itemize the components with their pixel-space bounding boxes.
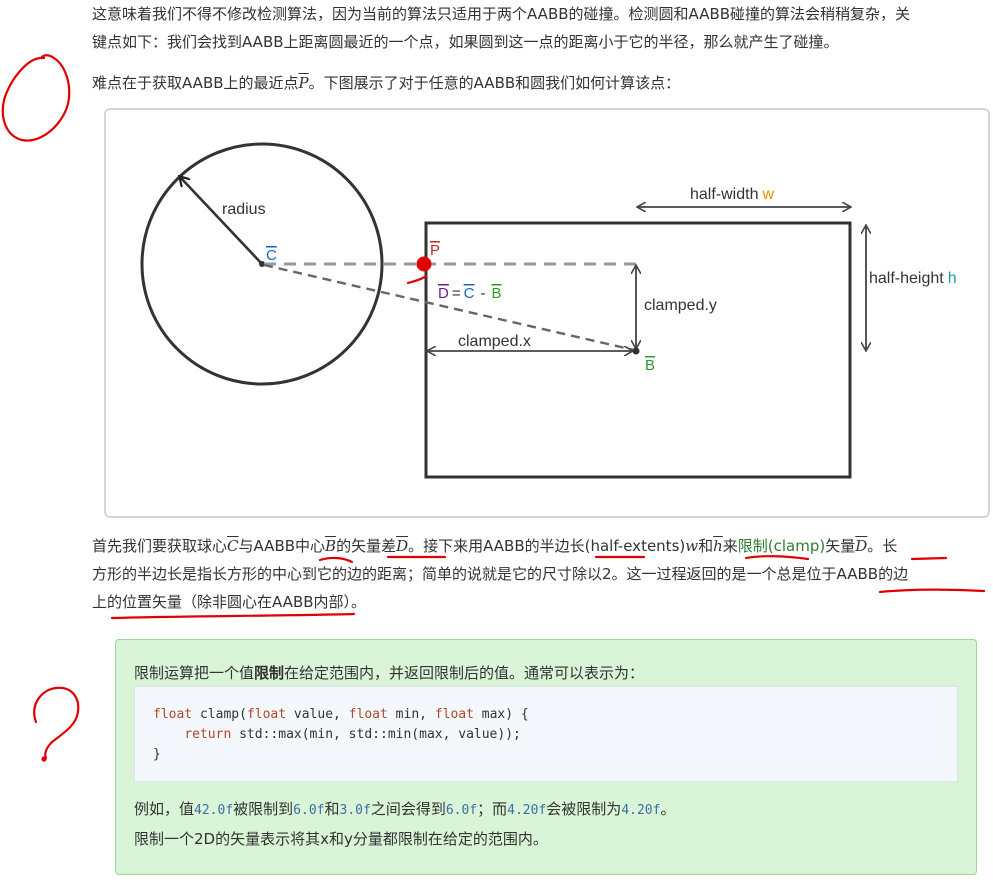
text-segment: 之间会得到 bbox=[370, 800, 446, 818]
clamped-x-label: clamped.x bbox=[458, 333, 531, 350]
text-segment: 矢量 bbox=[825, 537, 856, 555]
note-intro: 限制运算把一个值限制在给定范围内，并返回限制后的值。通常可以表示为： bbox=[134, 662, 644, 684]
var-d: D bbox=[855, 537, 868, 555]
dashed-diagonal bbox=[263, 263, 635, 352]
code-block: float clamp(float value, float min, floa… bbox=[134, 686, 958, 782]
clamp-highlight: 限制(clamp) bbox=[737, 537, 826, 555]
text-segment: 。长 bbox=[867, 537, 898, 555]
note-last: 限制一个2D的矢量表示将其x和y分量都限制在给定的范围内。 bbox=[134, 830, 548, 848]
half-width-text: half-width bbox=[690, 186, 758, 203]
code-text: value, bbox=[286, 707, 349, 722]
paragraph-intro: 这意味着我们不得不修改检测算法，因为当前的算法只适用于两个AABB的碰撞。检测圆… bbox=[92, 0, 987, 56]
code-keyword: float bbox=[348, 707, 388, 722]
paragraph-intro-line-2: 键点如下：我们会找到AABB上距离圆最近的一个点，如果圆到这一点的距离小于它的半… bbox=[92, 33, 839, 51]
aabb-center-dot bbox=[632, 347, 640, 355]
text-segment: 。接下来用AABB的半边长(half-extents) bbox=[408, 537, 686, 555]
text-segment: 在给定范围内，并返回限制后的值。通常可以表示为： bbox=[284, 664, 645, 682]
inline-code: 4.20f bbox=[507, 803, 547, 818]
inline-code: 3.0f bbox=[339, 803, 371, 818]
var-h: h bbox=[713, 537, 723, 555]
inline-code: 4.20f bbox=[621, 803, 661, 818]
paragraph-difficulty-text: 难点在于获取AABB上的最近点 bbox=[92, 74, 299, 92]
code-line-2: return std::max(min, std::min(max, value… bbox=[153, 725, 521, 745]
code-text: clamp( bbox=[192, 707, 247, 722]
eq-c: C bbox=[464, 285, 475, 302]
code-keyword: float bbox=[153, 707, 193, 722]
paragraph-difficulty: 难点在于获取AABB上的最近点P。下图展示了对于任意的AABB和圆我们如何计算该… bbox=[92, 69, 987, 97]
aabb-circle-figure: radius C P D=C-B clamped.y clamped.x B h… bbox=[104, 108, 990, 518]
text-segment: 。 bbox=[660, 800, 676, 818]
clamped-y-label: clamped.y bbox=[644, 297, 717, 314]
radius-label: radius bbox=[222, 201, 266, 218]
code-keyword: return bbox=[184, 727, 232, 742]
code-line-1: float clamp(float value, float min, floa… bbox=[153, 705, 529, 725]
half-height-text: half-height bbox=[869, 270, 944, 287]
code-text: max) { bbox=[473, 707, 529, 722]
text-segment: 被限制到 bbox=[233, 800, 294, 818]
circle-center-dot bbox=[259, 261, 265, 267]
text-segment: 限制运算把一个值 bbox=[134, 664, 255, 682]
paragraph-explanation-line-2: 方形的半边长是指长方形的中心到它的边的距离；简单的说就是它的尺寸除以2。这一过程… bbox=[92, 565, 909, 583]
label-p: P bbox=[430, 242, 440, 259]
eq-b: B bbox=[491, 285, 501, 302]
code-keyword: float bbox=[434, 707, 474, 722]
paragraph-explanation: 首先我们要获取球心C与AABB中心B的矢量差D。接下来用AABB的半边长(hal… bbox=[92, 532, 987, 616]
eq-minus: - bbox=[480, 285, 485, 302]
code-text: min, bbox=[387, 707, 435, 722]
ink-question-mark bbox=[33, 686, 80, 760]
circle-shape bbox=[140, 142, 384, 386]
code-text: std::max(min, std::min(max, value)); bbox=[231, 727, 521, 742]
paragraph-explanation-line-3: 上的位置矢量（除非圆心在AABB内部）。 bbox=[92, 593, 367, 611]
text-segment: 首先我们要获取球心 bbox=[92, 537, 228, 555]
text-segment: 和 bbox=[698, 537, 714, 555]
var-d: D bbox=[396, 537, 409, 555]
label-b: B bbox=[645, 357, 655, 374]
eq-d: D bbox=[438, 285, 449, 302]
text-segment: 与AABB中心 bbox=[238, 537, 326, 555]
code-line-3: } bbox=[153, 747, 161, 762]
inline-code: 42.0f bbox=[194, 803, 234, 818]
ink-question-dot bbox=[41, 756, 47, 762]
radius-arrow bbox=[180, 177, 263, 265]
note-example: 例如，值42.0f被限制到6.0f和3.0f之间会得到6.0f；而4.20f会被… bbox=[134, 798, 675, 822]
half-width-w: w bbox=[761, 186, 774, 203]
text-segment: 来 bbox=[722, 537, 738, 555]
paragraph-explanation-line-1: 首先我们要获取球心C与AABB中心B的矢量差D。接下来用AABB的半边长(hal… bbox=[92, 532, 987, 560]
label-d-equation: D=C-B bbox=[438, 285, 501, 302]
text-segment: 例如，值 bbox=[134, 800, 195, 818]
code-keyword: float bbox=[246, 707, 287, 722]
clamp-note-box: 限制运算把一个值限制在给定范围内，并返回限制后的值。通常可以表示为： float… bbox=[115, 639, 977, 875]
text-segment: 和 bbox=[324, 800, 340, 818]
eq-equals: = bbox=[452, 285, 461, 302]
ink-circle-mark bbox=[1, 54, 71, 142]
bold-term: 限制 bbox=[254, 664, 285, 682]
var-b: B bbox=[325, 537, 337, 555]
closest-point-p bbox=[416, 256, 432, 272]
figure-diagram: radius C P D=C-B clamped.y clamped.x B h… bbox=[140, 142, 957, 479]
var-w: w bbox=[685, 537, 699, 555]
half-height-h: h bbox=[948, 270, 957, 287]
var-c: C bbox=[227, 537, 239, 555]
text-segment: 会被限制为 bbox=[546, 800, 622, 818]
text-segment: ；而 bbox=[477, 800, 508, 818]
text-segment: 的矢量差 bbox=[336, 537, 397, 555]
label-c: C bbox=[266, 247, 277, 264]
inline-code: 6.0f bbox=[445, 803, 478, 818]
paragraph-difficulty-text-2: 。下图展示了对于任意的AABB和圆我们如何计算该点： bbox=[308, 74, 681, 92]
var-p: P bbox=[298, 74, 309, 92]
inline-code: 6.0f bbox=[293, 803, 325, 818]
paragraph-intro-line-1: 这意味着我们不得不修改检测算法，因为当前的算法只适用于两个AABB的碰撞。检测圆… bbox=[92, 5, 911, 23]
